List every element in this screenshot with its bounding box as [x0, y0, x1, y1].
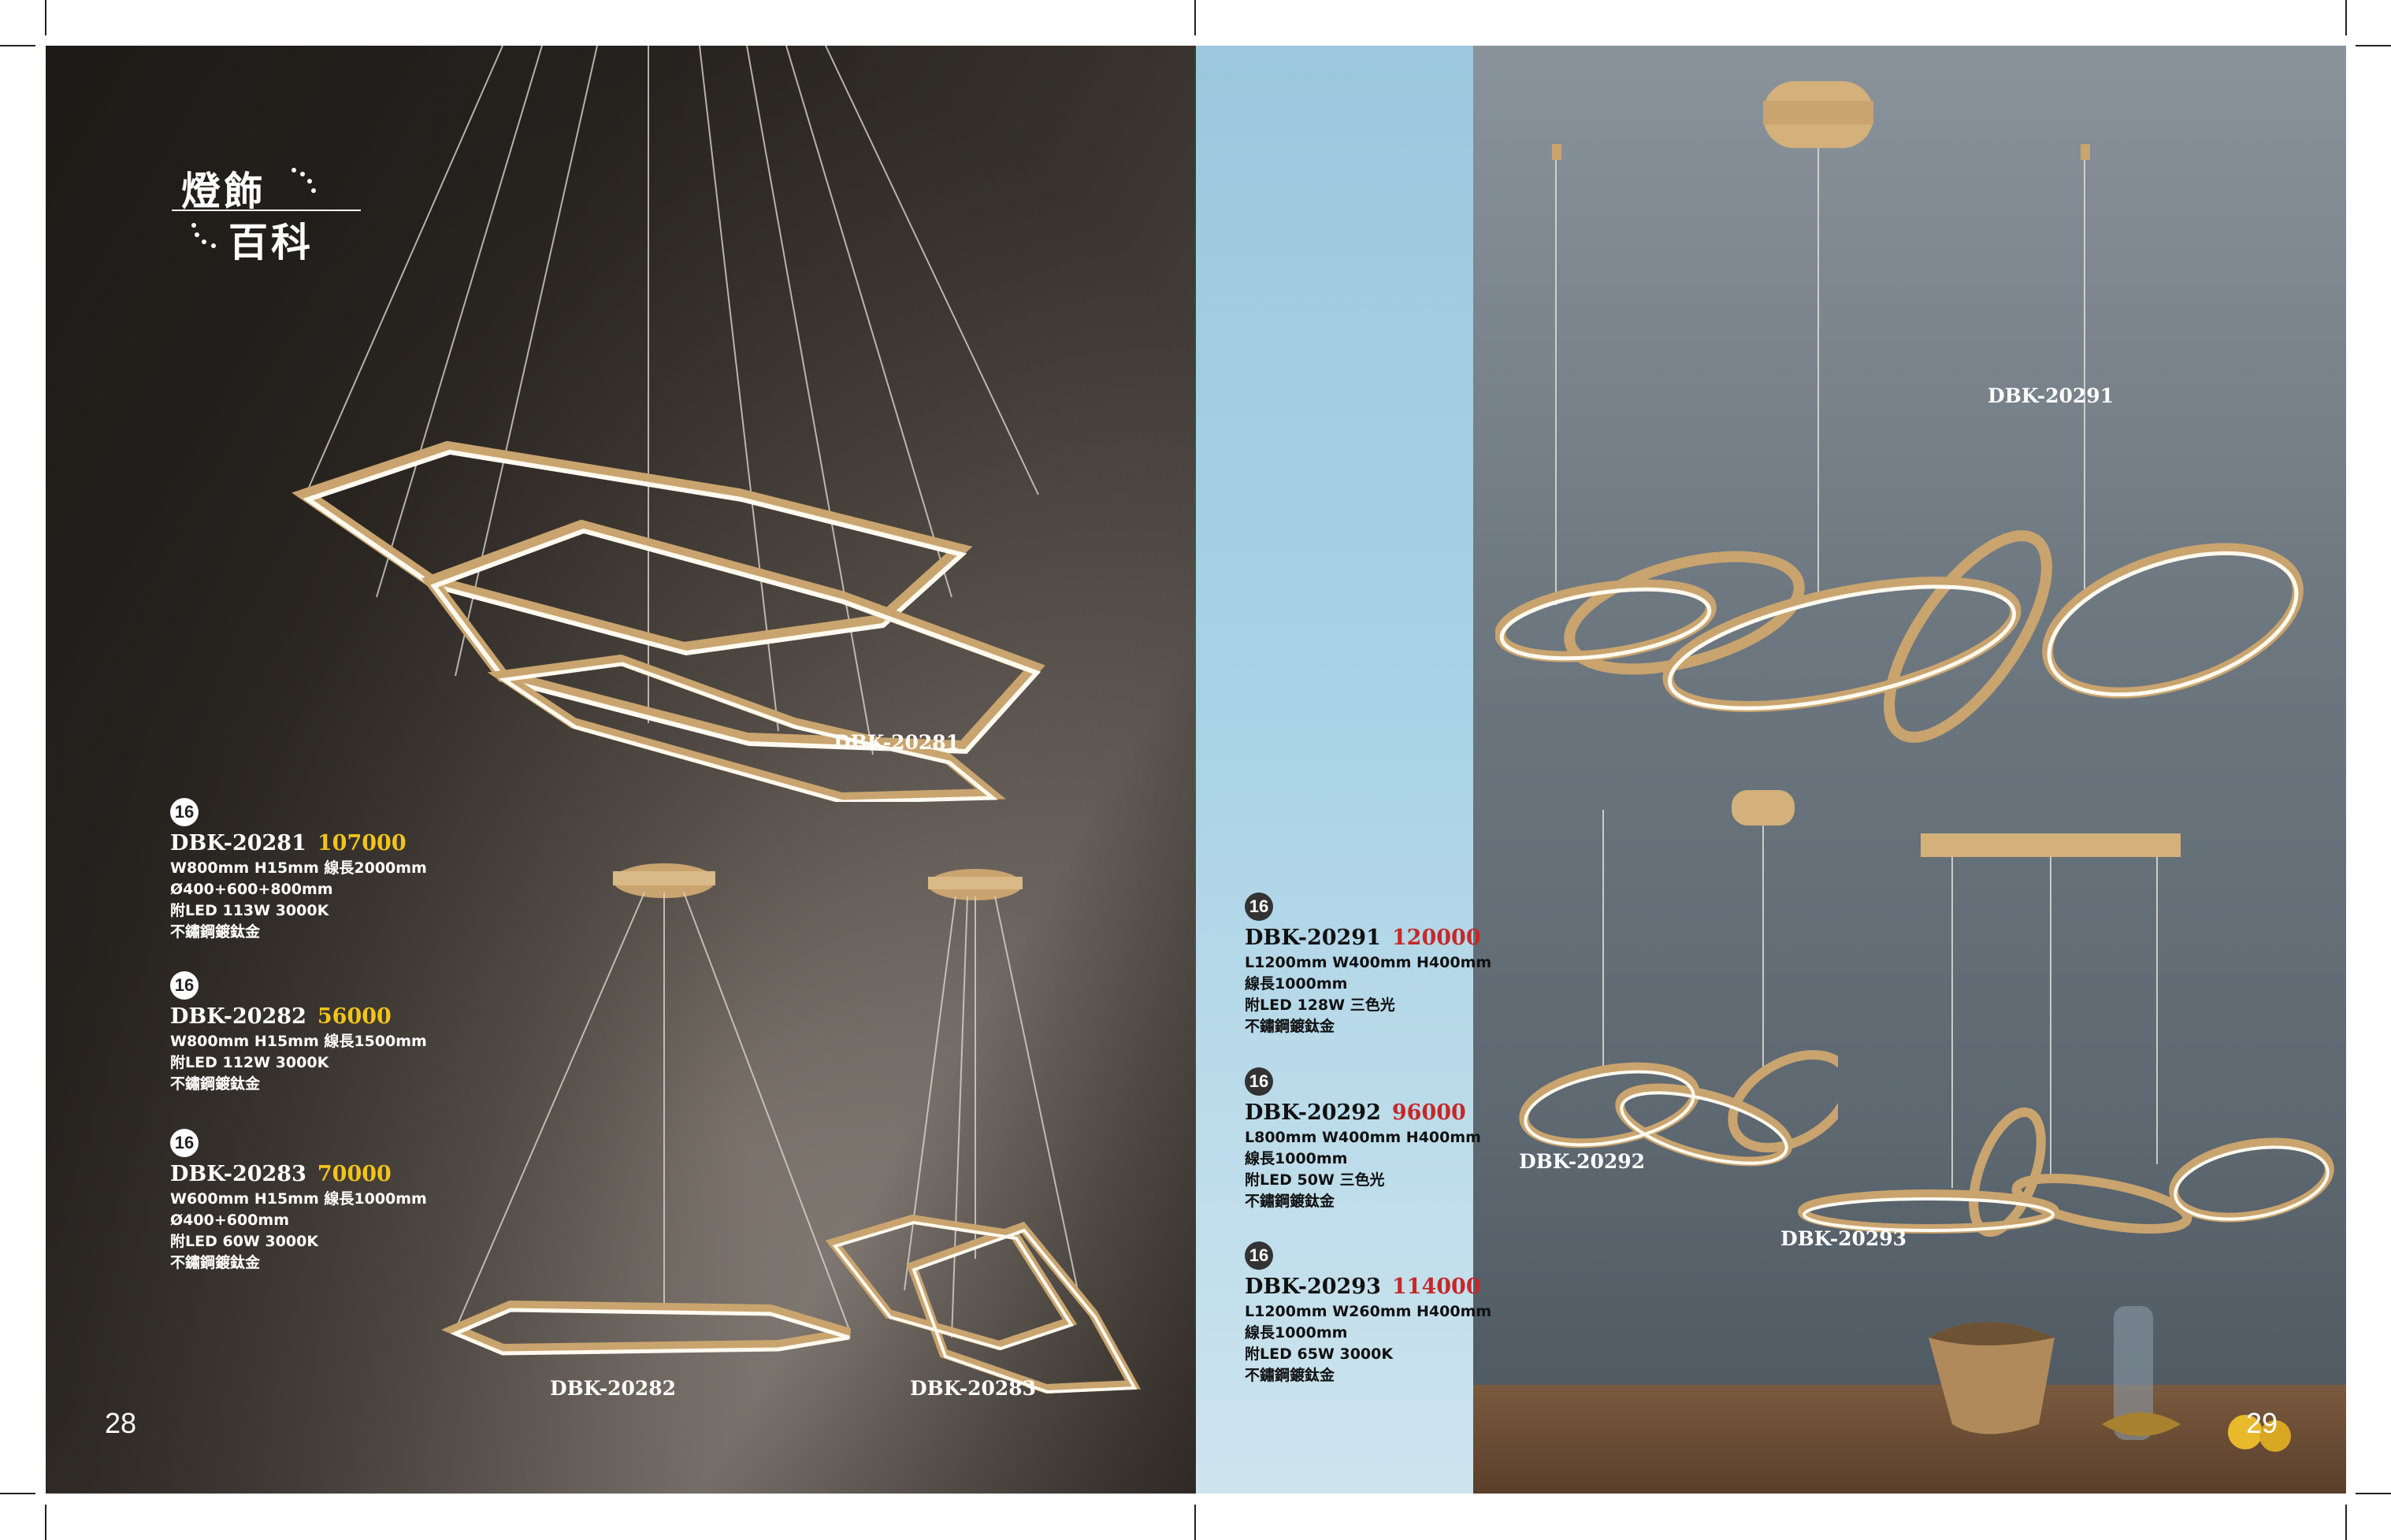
- crop-mark: [45, 0, 46, 35]
- spec-line: Ø400+600mm: [170, 1212, 289, 1229]
- model-number: DBK-20283: [170, 1162, 306, 1186]
- product-photo-dbk-20292: [1519, 790, 1838, 1167]
- spec-line: 不鏽鋼鍍鈦金: [170, 1075, 261, 1093]
- crop-mark: [1194, 0, 1196, 35]
- spec-block-dbk-20293: 16 DBK-20293 114000 L1200mm W260mm H400mm…: [1245, 1241, 1491, 1386]
- left-page: 燈飾 百科: [46, 46, 1196, 1494]
- decor-vases: [1929, 1306, 2291, 1452]
- badge: 16: [170, 798, 199, 826]
- right-page: DBK-20291 DBK-20292 DBK-20293 16 DBK-202…: [1196, 46, 2346, 1494]
- table-surface: [1473, 1385, 2346, 1494]
- spec-line: Ø400+600+800mm: [170, 881, 333, 898]
- spec-block-dbk-20292: 16 DBK-20292 96000 L800mm W400mm H400mm 線…: [1245, 1067, 1481, 1212]
- product-photo-dbk-20281: [291, 46, 1045, 802]
- model-number: DBK-20281: [170, 831, 306, 855]
- spec-line: L1200mm W260mm H400mm: [1245, 1303, 1492, 1320]
- caption-dbk-20293: DBK-20293: [1780, 1227, 1907, 1250]
- caption-dbk-20282: DBK-20282: [550, 1377, 677, 1400]
- price: 96000: [1391, 1100, 1466, 1125]
- badge: 16: [1245, 1067, 1273, 1096]
- crop-mark: [1194, 1505, 1196, 1540]
- spec-line: L800mm W400mm H400mm: [1245, 1129, 1481, 1146]
- crop-mark: [2356, 1493, 2391, 1494]
- product-photo-dbk-20283: [825, 869, 1141, 1394]
- spec-line: W600mm H15mm 線長1000mm: [170, 1190, 427, 1208]
- wall-background: [1473, 46, 2346, 1494]
- spec-line: 線長1000mm: [1245, 1150, 1348, 1167]
- spec-title: DBK-20291 120000: [1245, 924, 1491, 952]
- price: 70000: [317, 1162, 392, 1186]
- price: 114000: [1391, 1275, 1481, 1299]
- spec-line: 不鏽鋼鍍鈦金: [170, 1254, 261, 1271]
- spec-line: 附LED 128W 三色光: [1245, 996, 1395, 1014]
- logo-line-1: 燈飾: [181, 169, 266, 214]
- wall-strip: [1196, 46, 1473, 1494]
- crop-mark: [2345, 0, 2347, 35]
- crop-mark: [2356, 45, 2391, 46]
- spec-line: 附LED 50W 三色光: [1245, 1171, 1385, 1189]
- spec-line: 附LED 60W 3000K: [170, 1233, 319, 1250]
- badge: 16: [170, 1129, 199, 1157]
- spec-line: 線長1000mm: [1245, 975, 1348, 993]
- spec-line: 不鏽鋼鍍鈦金: [1245, 1193, 1335, 1210]
- caption-dbk-20292: DBK-20292: [1519, 1150, 1646, 1173]
- spec-title: DBK-20281 107000: [170, 829, 427, 858]
- crop-mark: [45, 1505, 46, 1540]
- spec-block-dbk-20291: 16 DBK-20291 120000 L1200mm W400mm H400mm…: [1245, 892, 1491, 1037]
- model-number: DBK-20282: [170, 1004, 306, 1029]
- product-photo-dbk-20291: [1495, 81, 2304, 743]
- spec-title: DBK-20293 114000: [1245, 1273, 1491, 1301]
- model-number: DBK-20291: [1245, 926, 1381, 950]
- page-number-right: 29: [2246, 1407, 2278, 1439]
- crop-mark: [0, 45, 35, 46]
- spec-line: 附LED 113W 3000K: [170, 902, 329, 919]
- spec-line: 不鏽鋼鍍鈦金: [1245, 1018, 1335, 1035]
- badge: 16: [1245, 892, 1273, 921]
- spec-line: W800mm H15mm 線長1500mm: [170, 1033, 427, 1050]
- spec-line: W800mm H15mm 線長2000mm: [170, 859, 427, 877]
- price: 120000: [1391, 926, 1481, 950]
- caption-dbk-20281: DBK-20281: [834, 731, 960, 754]
- spec-line: L1200mm W400mm H400mm: [1245, 954, 1492, 971]
- badge: 16: [1245, 1241, 1273, 1270]
- brand-logo: 燈飾 百科: [124, 117, 361, 274]
- caption-dbk-20291: DBK-20291: [1988, 384, 2114, 407]
- spec-line: 線長1000mm: [1245, 1324, 1348, 1341]
- spec-line: 不鏽鋼鍍鈦金: [170, 923, 261, 941]
- spec-title: DBK-20282 56000: [170, 1003, 427, 1031]
- model-number: DBK-20293: [1245, 1275, 1381, 1299]
- product-photo-dbk-20282: [441, 863, 852, 1356]
- price: 56000: [317, 1004, 392, 1029]
- product-photo-dbk-20293: [1798, 833, 2334, 1238]
- logo-rule: [172, 210, 361, 211]
- model-number: DBK-20292: [1245, 1100, 1381, 1125]
- spec-line: 附LED 65W 3000K: [1245, 1345, 1394, 1363]
- logo-dots-icon: [191, 168, 316, 248]
- spec-title: DBK-20283 70000: [170, 1160, 427, 1189]
- spec-block-dbk-20281: 16 DBK-20281 107000 W800mm H15mm 線長2000mm…: [170, 798, 427, 943]
- price: 107000: [317, 831, 407, 855]
- spec-line: 不鏽鋼鍍鈦金: [1245, 1367, 1335, 1384]
- crop-mark: [2345, 1505, 2347, 1540]
- spec-line: 附LED 112W 3000K: [170, 1054, 329, 1071]
- page-number-left: 28: [105, 1407, 137, 1439]
- crop-mark: [0, 1493, 35, 1494]
- logo-line-2: 百科: [228, 220, 314, 265]
- caption-dbk-20283: DBK-20283: [910, 1377, 1037, 1400]
- badge: 16: [170, 971, 199, 1000]
- spec-title: DBK-20292 96000: [1245, 1099, 1481, 1127]
